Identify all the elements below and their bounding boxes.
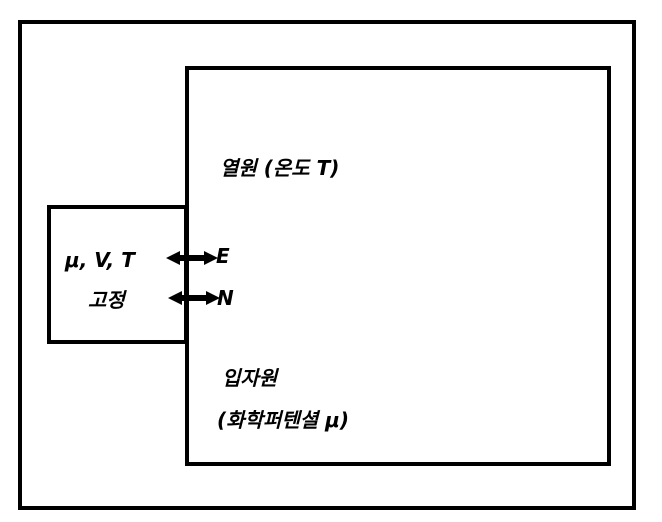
particle-exchange-arrow	[168, 291, 220, 305]
system-variables-label: μ, V, T	[65, 248, 135, 272]
chemical-potential-label: (화학퍼텐셜 μ)	[217, 408, 349, 432]
heat-reservoir-label: 열원 (온도 T)	[220, 156, 340, 180]
particle-reservoir-label: 입자원	[222, 366, 278, 390]
energy-label: E	[216, 244, 230, 268]
particle-number-label: N	[217, 286, 234, 310]
system-fixed-label: 고정	[88, 288, 125, 312]
system-box	[47, 205, 188, 344]
reservoir-box	[185, 66, 611, 466]
energy-exchange-arrow	[166, 251, 218, 265]
